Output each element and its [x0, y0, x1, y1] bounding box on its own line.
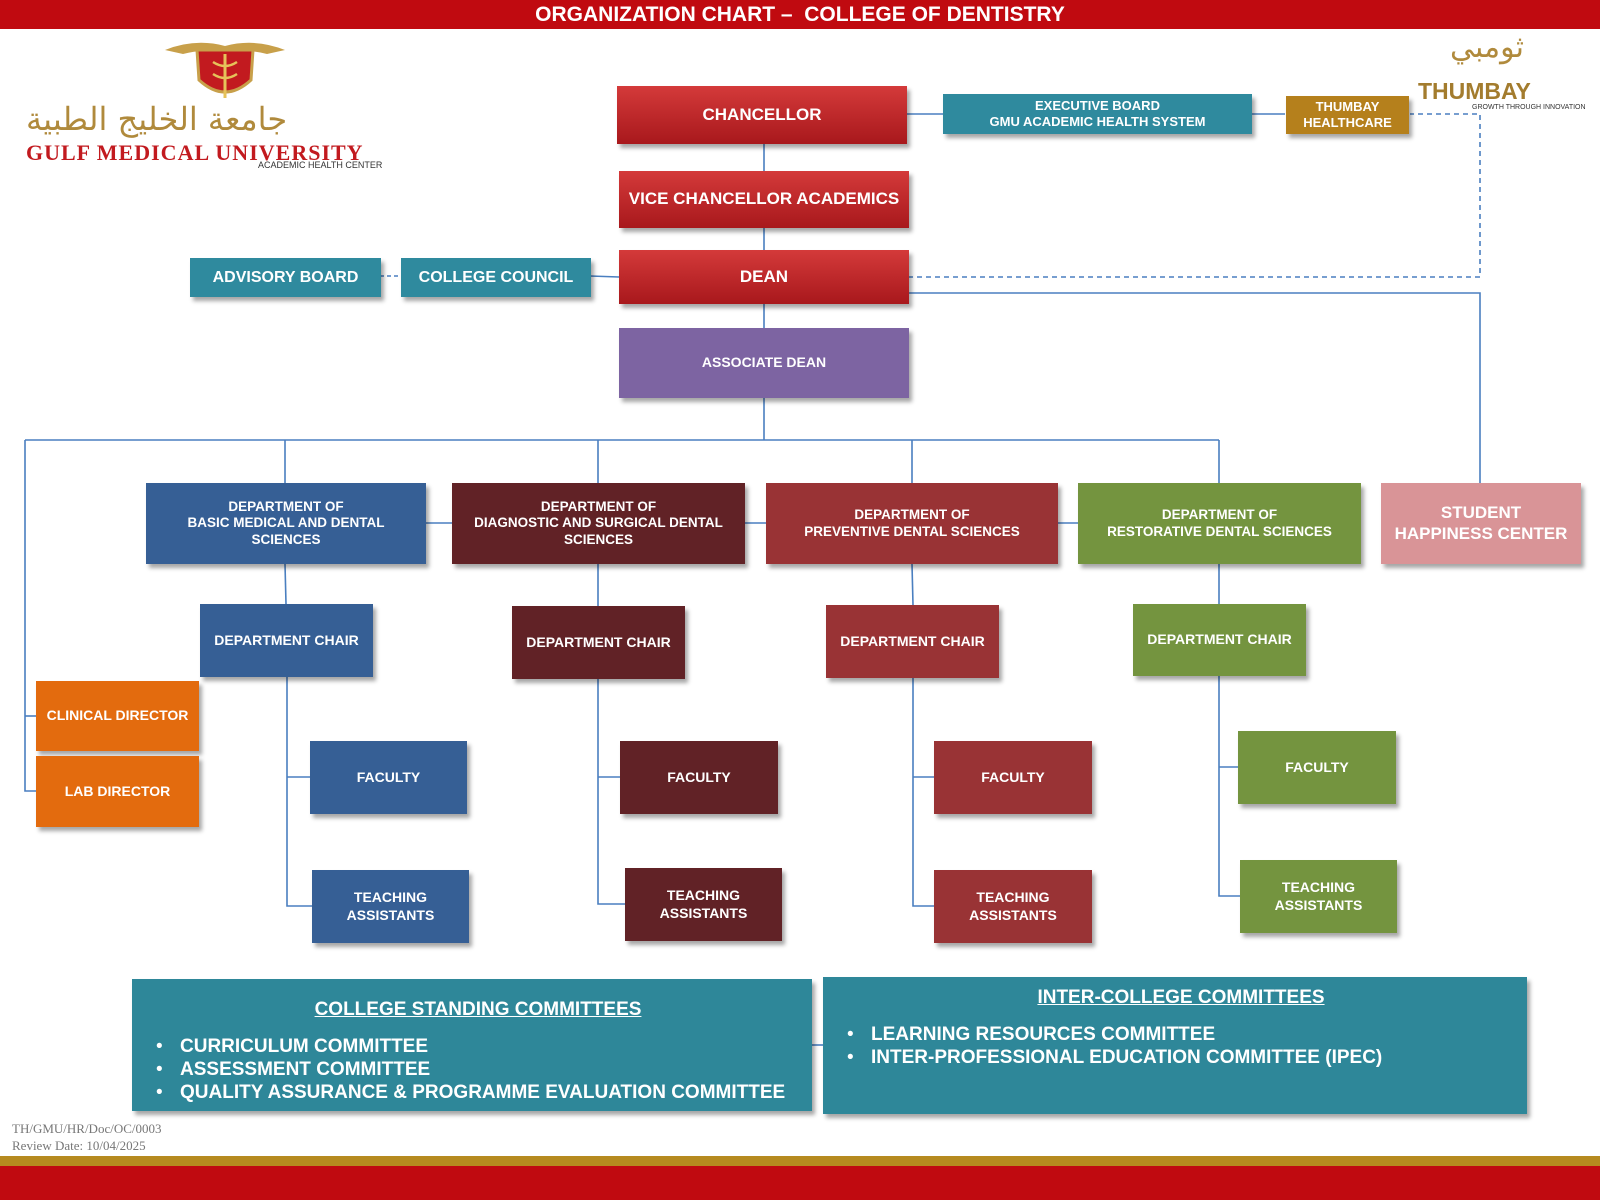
department-chair-box: DEPARTMENT CHAIR — [1133, 604, 1306, 676]
clinical-director-box: CLINICAL DIRECTOR — [36, 681, 199, 751]
list-item: INTER-PROFESSIONAL EDUCATION COMMITTEE (… — [835, 1046, 1527, 1069]
footer-gold-band — [0, 1156, 1600, 1166]
inter-college-committees-panel: INTER-COLLEGE COMMITTEES LEARNING RESOUR… — [823, 977, 1527, 1114]
college-standing-committees-heading: COLLEGE STANDING COMMITTEES — [314, 999, 642, 1020]
teaching-assistants-box: TEACHING ASSISTANTS — [625, 868, 782, 941]
gmu-name: GULF MEDICAL UNIVERSITY — [26, 140, 364, 165]
college-council-box: COLLEGE COUNCIL — [401, 258, 591, 297]
thumbay-healthcare-box: THUMBAY HEALTHCARE — [1286, 96, 1409, 134]
list-item: QUALITY ASSURANCE & PROGRAMME EVALUATION… — [144, 1081, 812, 1104]
lab-director-box: LAB DIRECTOR — [36, 756, 199, 827]
inter-college-committees-list: LEARNING RESOURCES COMMITTEE INTER-PROFE… — [835, 1023, 1527, 1069]
advisory-board-box: ADVISORY BOARD — [190, 258, 381, 297]
dean-box: DEAN — [619, 250, 909, 304]
page-title: ORGANIZATION CHART – COLLEGE OF DENTISTR… — [535, 3, 1065, 26]
review-date: Review Date: 10/04/2025 — [12, 1138, 146, 1153]
gmu-logo: جامعة الخليج الطبية GULF MEDICAL UNIVERS… — [20, 32, 420, 172]
thumbay-arabic-name: ثومبي — [1450, 30, 1524, 65]
faculty-box: FACULTY — [310, 741, 467, 814]
gmu-arabic-name: جامعة الخليج الطبية — [26, 100, 288, 138]
vice-chancellor-box: VICE CHANCELLOR ACADEMICS — [619, 171, 909, 228]
department-chair-box: DEPARTMENT CHAIR — [200, 604, 373, 677]
list-item: ASSESSMENT COMMITTEE — [144, 1058, 812, 1081]
teaching-assistants-box: TEACHING ASSISTANTS — [312, 870, 469, 943]
thumbay-name: THUMBAY — [1418, 78, 1531, 104]
list-item: LEARNING RESOURCES COMMITTEE — [835, 1023, 1527, 1046]
inter-college-committees-heading: INTER-COLLEGE COMMITTEES — [1037, 987, 1325, 1008]
gmu-subtitle: ACADEMIC HEALTH CENTER — [258, 160, 383, 170]
faculty-box: FACULTY — [1238, 731, 1396, 804]
college-standing-committees-panel: COLLEGE STANDING COMMITTEES CURRICULUM C… — [132, 979, 812, 1111]
footer-red-band — [0, 1166, 1600, 1200]
chancellor-box: CHANCELLOR — [617, 86, 907, 144]
student-happiness-center-box: STUDENT HAPPINESS CENTER — [1381, 483, 1581, 564]
department-basic-medical-box: DEPARTMENT OF BASIC MEDICAL AND DENTAL S… — [146, 483, 426, 564]
department-diagnostic-surgical-box: DEPARTMENT OF DIAGNOSTIC AND SURGICAL DE… — [452, 483, 745, 564]
department-restorative-box: DEPARTMENT OF RESTORATIVE DENTAL SCIENCE… — [1078, 483, 1361, 564]
department-chair-box: DEPARTMENT CHAIR — [826, 605, 999, 678]
thumbay-tagline: GROWTH THROUGH INNOVATION — [1472, 104, 1586, 111]
college-standing-committees-list: CURRICULUM COMMITTEE ASSESSMENT COMMITTE… — [144, 1035, 812, 1104]
gmu-crest-icon — [165, 42, 285, 98]
faculty-box: FACULTY — [620, 741, 778, 814]
department-preventive-box: DEPARTMENT OF PREVENTIVE DENTAL SCIENCES — [766, 483, 1058, 564]
title-bar: ORGANIZATION CHART – COLLEGE OF DENTISTR… — [0, 0, 1600, 29]
thumbay-logo: ثومبي THUMBAY GROWTH THROUGH INNOVATION — [1410, 30, 1586, 115]
list-item: CURRICULUM COMMITTEE — [144, 1035, 812, 1058]
document-reference: TH/GMU/HR/Doc/OC/0003 — [12, 1121, 162, 1136]
teaching-assistants-box: TEACHING ASSISTANTS — [1240, 860, 1397, 933]
department-chair-box: DEPARTMENT CHAIR — [512, 606, 685, 679]
teaching-assistants-box: TEACHING ASSISTANTS — [934, 870, 1092, 943]
faculty-box: FACULTY — [934, 741, 1092, 814]
associate-dean-box: ASSOCIATE DEAN — [619, 328, 909, 398]
executive-board-box: EXECUTIVE BOARD GMU ACADEMIC HEALTH SYST… — [943, 94, 1252, 134]
